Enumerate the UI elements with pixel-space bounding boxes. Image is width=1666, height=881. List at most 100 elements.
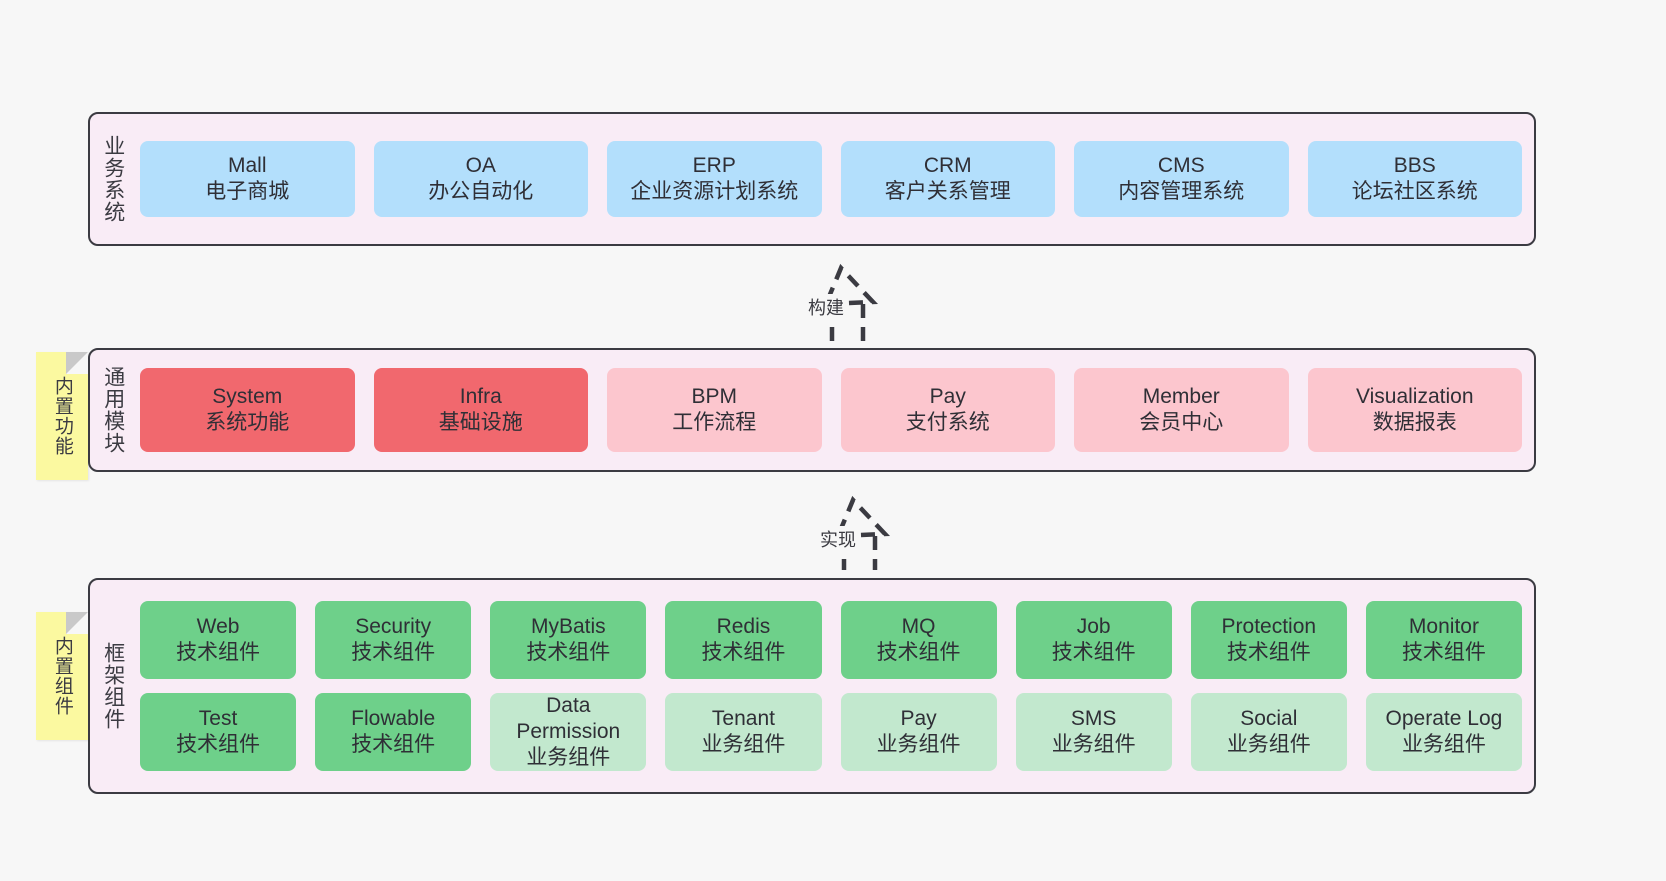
node-visualization-cn: 数据报表: [1372, 411, 1457, 434]
node-pay-module[interactable]: Pay 支付系统: [840, 368, 1055, 452]
node-visualization-en: Visualization: [1355, 384, 1474, 408]
node-mq[interactable]: MQ 技术组件: [840, 601, 997, 679]
node-tenant-cn: 业务组件: [701, 733, 786, 756]
node-mq-en: MQ: [901, 614, 936, 638]
node-pay-module-en: Pay: [929, 384, 966, 408]
node-sms-en: SMS: [1070, 706, 1117, 730]
layer-business-system-title: 业务系统: [101, 135, 125, 223]
arrow-build-label: 构建: [806, 294, 846, 320]
node-tenant[interactable]: Tenant 业务组件: [665, 693, 822, 771]
node-row: Web 技术组件 Security 技术组件 MyBatis 技术组件 Redi…: [140, 601, 1522, 679]
node-row: System 系统功能 Infra 基础设施 BPM 工作流程 Pay 支付系统…: [140, 368, 1522, 452]
arrow-implement: 实现: [772, 490, 932, 570]
node-flowable-cn: 技术组件: [351, 733, 436, 756]
node-infra-en: Infra: [459, 384, 502, 408]
arrow-build: 构建: [760, 258, 920, 350]
node-mall-en: Mall: [227, 153, 267, 177]
node-redis[interactable]: Redis 技术组件: [665, 601, 822, 679]
node-system-en: System: [212, 384, 283, 408]
node-tenant-en: Tenant: [711, 706, 775, 730]
node-mall-cn: 电子商城: [205, 180, 290, 203]
node-operate-log[interactable]: Operate Log 业务组件: [1365, 693, 1522, 771]
sticky-note-builtin-components-label: 内置组件: [51, 636, 73, 716]
node-redis-en: Redis: [716, 614, 771, 638]
node-job[interactable]: Job 技术组件: [1015, 601, 1172, 679]
node-crm-cn: 客户关系管理: [884, 180, 1011, 203]
arrow-implement-head: [834, 495, 891, 539]
node-infra[interactable]: Infra 基础设施: [373, 368, 588, 452]
node-bbs-cn: 论坛社区系统: [1351, 180, 1478, 203]
node-bpm-en: BPM: [691, 384, 737, 408]
node-row: Mall 电子商城 OA 办公自动化 ERP 企业资源计划系统 CRM 客户关系…: [140, 141, 1522, 217]
sticky-note-builtin-features-label: 内置功能: [51, 376, 73, 456]
node-monitor-cn: 技术组件: [1401, 641, 1486, 664]
node-crm-en: CRM: [923, 153, 972, 177]
node-social-en: Social: [1240, 706, 1298, 730]
node-bbs[interactable]: BBS 论坛社区系统: [1307, 141, 1522, 217]
layer-business-system-body: Mall 电子商城 OA 办公自动化 ERP 企业资源计划系统 CRM 客户关系…: [136, 114, 1534, 244]
node-oa[interactable]: OA 办公自动化: [373, 141, 588, 217]
node-social[interactable]: Social 业务组件: [1190, 693, 1347, 771]
node-operate-log-en: Operate Log: [1385, 706, 1503, 730]
node-system-cn: 系统功能: [205, 411, 290, 434]
node-system[interactable]: System 系统功能: [140, 368, 355, 452]
node-data-permission[interactable]: Data Permission 业务组件: [490, 693, 647, 771]
node-cms-cn: 内容管理系统: [1118, 180, 1245, 203]
node-social-cn: 业务组件: [1226, 733, 1311, 756]
node-bbs-en: BBS: [1393, 153, 1436, 177]
node-mybatis-cn: 技术组件: [526, 641, 611, 664]
node-security[interactable]: Security 技术组件: [315, 601, 472, 679]
node-job-en: Job: [1076, 614, 1111, 638]
node-security-en: Security: [355, 614, 432, 638]
node-data-permission-en: Data Permission: [516, 693, 621, 743]
node-member-cn: 会员中心: [1139, 411, 1224, 434]
node-test-en: Test: [198, 706, 238, 730]
node-row: Test 技术组件 Flowable 技术组件 Data Permission …: [140, 693, 1522, 771]
layer-common-module-title: 通用模块: [101, 366, 125, 454]
node-operate-log-cn: 业务组件: [1401, 733, 1486, 756]
node-redis-cn: 技术组件: [701, 641, 786, 664]
layer-framework-component-title: 框架组件: [101, 642, 125, 730]
node-protection-cn: 技术组件: [1226, 641, 1311, 664]
layer-framework-component[interactable]: 框架组件 Web 技术组件 Security 技术组件 MyBatis 技术组件…: [88, 578, 1536, 794]
node-protection-en: Protection: [1221, 614, 1317, 638]
node-crm[interactable]: CRM 客户关系管理: [840, 141, 1055, 217]
node-flowable[interactable]: Flowable 技术组件: [315, 693, 472, 771]
layer-framework-component-body: Web 技术组件 Security 技术组件 MyBatis 技术组件 Redi…: [136, 580, 1534, 792]
node-test[interactable]: Test 技术组件: [140, 693, 297, 771]
node-mybatis-en: MyBatis: [530, 614, 606, 638]
node-mybatis[interactable]: MyBatis 技术组件: [490, 601, 647, 679]
node-bpm[interactable]: BPM 工作流程: [607, 368, 822, 452]
node-member-en: Member: [1142, 384, 1220, 408]
node-erp-cn: 企业资源计划系统: [630, 180, 799, 203]
node-cms[interactable]: CMS 内容管理系统: [1074, 141, 1289, 217]
node-flowable-en: Flowable: [351, 706, 436, 730]
node-oa-en: OA: [465, 153, 496, 177]
node-monitor[interactable]: Monitor 技术组件: [1365, 601, 1522, 679]
layer-common-module[interactable]: 通用模块 System 系统功能 Infra 基础设施 BPM 工作流程 Pay…: [88, 348, 1536, 472]
node-protection[interactable]: Protection 技术组件: [1190, 601, 1347, 679]
arrow-build-head: [822, 263, 879, 307]
node-pay-component-cn: 业务组件: [876, 733, 961, 756]
node-pay-component[interactable]: Pay 业务组件: [840, 693, 997, 771]
node-web-en: Web: [196, 614, 240, 638]
node-erp[interactable]: ERP 企业资源计划系统: [607, 141, 822, 217]
node-visualization[interactable]: Visualization 数据报表: [1307, 368, 1522, 452]
layer-common-module-body: System 系统功能 Infra 基础设施 BPM 工作流程 Pay 支付系统…: [136, 350, 1534, 470]
node-mall[interactable]: Mall 电子商城: [140, 141, 355, 217]
node-oa-cn: 办公自动化: [428, 180, 534, 203]
node-sms[interactable]: SMS 业务组件: [1015, 693, 1172, 771]
sticky-note-builtin-features[interactable]: 内置功能: [36, 352, 88, 480]
node-test-cn: 技术组件: [176, 733, 261, 756]
node-monitor-en: Monitor: [1408, 614, 1479, 638]
sticky-note-builtin-components[interactable]: 内置组件: [36, 612, 88, 740]
layer-business-system[interactable]: 业务系统 Mall 电子商城 OA 办公自动化 ERP 企业资源计划系统 CRM…: [88, 112, 1536, 246]
arrow-implement-label: 实现: [818, 526, 858, 552]
node-web[interactable]: Web 技术组件: [140, 601, 297, 679]
node-pay-component-en: Pay: [900, 706, 937, 730]
node-mq-cn: 技术组件: [876, 641, 961, 664]
node-bpm-cn: 工作流程: [672, 411, 757, 434]
node-sms-cn: 业务组件: [1051, 733, 1136, 756]
node-member[interactable]: Member 会员中心: [1074, 368, 1289, 452]
